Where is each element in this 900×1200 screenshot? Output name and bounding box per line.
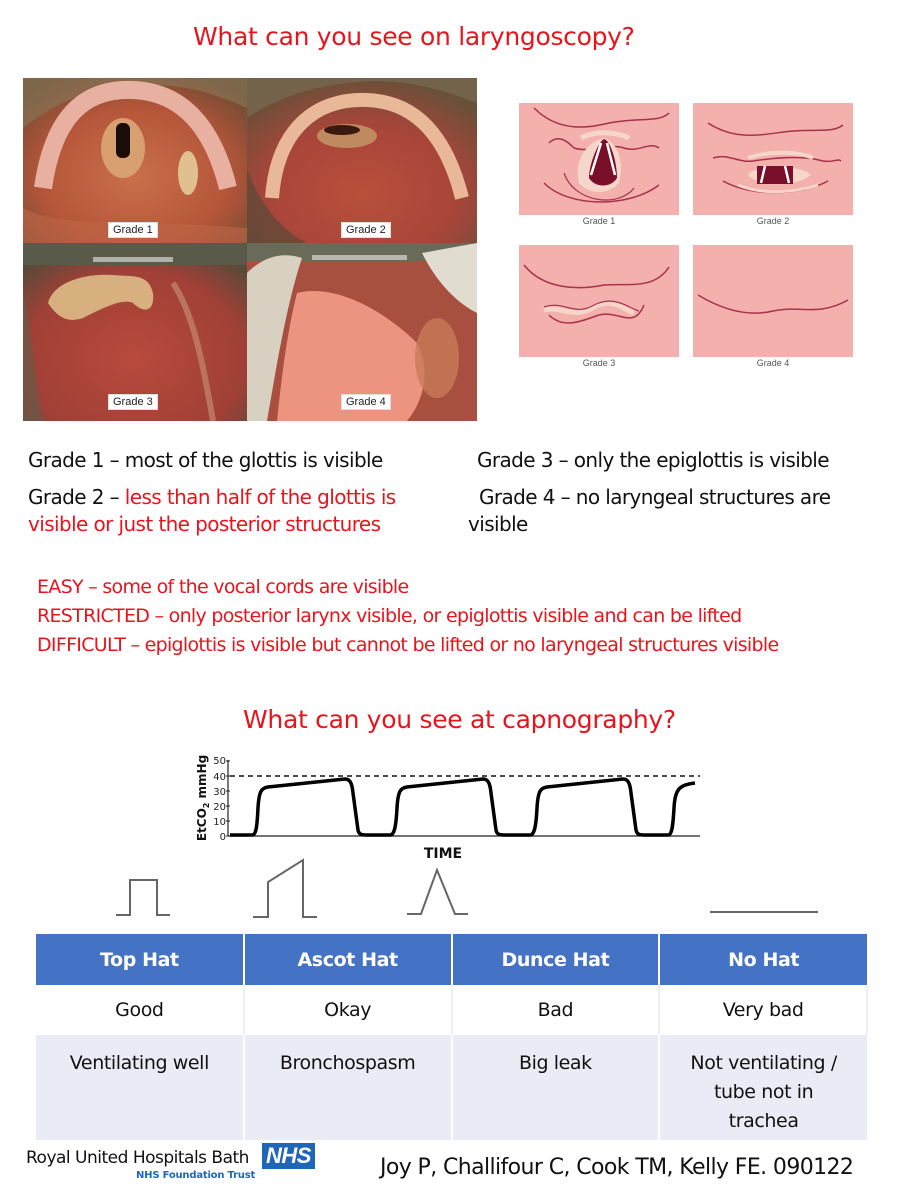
glottis-diagram-grade-4-icon (697, 294, 849, 314)
laryngoscopy-photo-grade-2: Grade 2 (247, 78, 477, 243)
table-row: Ventilating well Bronchospasm Big leak N… (36, 1035, 867, 1140)
grade-3-desc: only the epiglottis is visible (573, 448, 830, 472)
table-cell: Ventilating well (36, 1035, 245, 1140)
grade-2-prefix: Grade 2 – (28, 485, 125, 509)
laryngoscopy-diagram-grid: Grade 1 Grade 2 Grade 3 Grade 4 (517, 101, 862, 376)
glottis-diagram-grade-3-icon (523, 264, 670, 324)
laryngoscopy-photo-grade-3: Grade 3 (23, 243, 247, 421)
citation: Joy P, Challifour C, Cook TM, Kelly FE. … (380, 1155, 854, 1180)
table-cell-line: Not ventilating / (690, 1052, 837, 1074)
grade-1-desc: most of the glottis is visible (124, 448, 384, 472)
table-cell: Bad (451, 985, 661, 1035)
table-cell: Okay (243, 985, 453, 1035)
capnography-title: What can you see at capnography? (243, 705, 676, 734)
larynx-photo-grade-3-image (23, 243, 247, 421)
top-hat-waveform-icon (116, 879, 170, 916)
diagram-grade-4 (693, 245, 853, 357)
grade-3-description: Grade 3 – only the epiglottis is visible (477, 448, 830, 472)
laryngoscopy-photo-grade-4: Grade 4 (247, 243, 477, 421)
laryngoscopy-photo-grid: Grade 1 Grade 2 (23, 78, 477, 421)
table-header-top-hat: Top Hat (36, 934, 245, 985)
glottis-diagram-grade-1-icon (533, 107, 670, 203)
grade-4-desc-line1: no laryngeal structures are (575, 485, 831, 509)
svg-text:20: 20 (213, 802, 226, 813)
nhs-foundation-trust: NHS Foundation Trust (136, 1170, 256, 1181)
grade-1-description: Grade 1 – most of the glottis is visible (28, 448, 383, 472)
diagram-label-grade-3: Grade 3 (582, 358, 616, 368)
classification-easy: EASY – some of the vocal cords are visib… (37, 576, 409, 598)
ascot-hat-waveform-icon (253, 858, 317, 918)
dunce-hat-waveform-icon (407, 867, 468, 915)
table-header-dunce-hat: Dunce Hat (451, 934, 661, 985)
svg-text:0: 0 (220, 832, 226, 843)
grade-1-prefix: Grade 1 – (28, 448, 125, 472)
table-cell-multiline: Not ventilating / tube not in trachea (659, 1035, 867, 1140)
grade-4-prefix: Grade 4 – (479, 485, 576, 509)
grade-2-desc-line2: visible or just the posterior structures (28, 512, 381, 536)
svg-text:30: 30 (213, 787, 226, 798)
hat-waveform-icons (116, 858, 818, 918)
diagram-label-grade-1: Grade 1 (582, 216, 616, 226)
grade-4-desc-line2: visible (468, 512, 528, 536)
diagram-grade-1 (519, 103, 679, 215)
table-cell: Good (36, 985, 245, 1035)
table-row: Good Okay Bad Very bad (36, 985, 868, 1035)
larynx-photo-grade-4-image (247, 243, 477, 421)
photo-label-grade-1: Grade 1 (108, 222, 158, 238)
hospital-name: Royal United Hospitals Bath (26, 1148, 249, 1168)
classification-difficult: DIFFICULT – epiglottis is visible but ca… (37, 634, 779, 656)
svg-text:10: 10 (213, 817, 226, 828)
table-header-row: Top Hat Ascot Hat Dunce Hat No Hat (36, 934, 867, 985)
svg-text:50: 50 (213, 756, 226, 767)
svg-text:40: 40 (213, 772, 226, 783)
grade-3-prefix: Grade 3 – (477, 448, 574, 472)
capnogram-xlabel: TIME (424, 846, 462, 862)
laryngoscopy-title: What can you see on laryngoscopy? (193, 22, 635, 51)
table-cell-line: tube not in (713, 1081, 814, 1103)
diagram-grade-2 (693, 103, 853, 215)
diagram-grade-3 (519, 245, 679, 357)
laryngoscopy-photo-grade-1: Grade 1 (23, 78, 247, 243)
table-header-ascot-hat: Ascot Hat (243, 934, 453, 985)
table-header-no-hat: No Hat (659, 934, 867, 985)
grade-4-description: Grade 4 – no laryngeal structures are (479, 485, 831, 509)
capnography-hat-table: Top Hat Ascot Hat Dunce Hat No Hat Good … (36, 934, 868, 1140)
diagram-label-grade-2: Grade 2 (756, 216, 790, 226)
larynx-photo-grade-2-image (247, 78, 477, 243)
table-cell: Bronchospasm (243, 1035, 453, 1140)
capnogram-chart: EtCO2 mmHg 0 10 20 30 40 50 TIME (190, 748, 710, 868)
nhs-logo-icon: NHS (262, 1143, 315, 1169)
grade-2-desc-line1: less than half of the glottis is (124, 485, 396, 509)
diagram-label-grade-4: Grade 4 (756, 358, 790, 368)
svg-text:EtCO2 mmHg: EtCO2 mmHg (195, 755, 211, 841)
table-cell: Big leak (451, 1035, 661, 1140)
table-cell-line: trachea (728, 1110, 799, 1132)
classification-restricted: RESTRICTED – only posterior larynx visib… (37, 605, 742, 627)
photo-label-grade-4: Grade 4 (341, 394, 391, 410)
larynx-photo-grade-1-image (23, 78, 247, 243)
photo-label-grade-2: Grade 2 (341, 222, 391, 238)
grade-2-description: Grade 2 – less than half of the glottis … (28, 485, 396, 509)
capnogram-waveform: EtCO2 mmHg 0 10 20 30 40 50 TIME (195, 755, 700, 862)
table-cell: Very bad (659, 985, 868, 1035)
glottis-diagram-grade-2-icon (707, 122, 844, 194)
photo-label-grade-3: Grade 3 (108, 394, 158, 410)
